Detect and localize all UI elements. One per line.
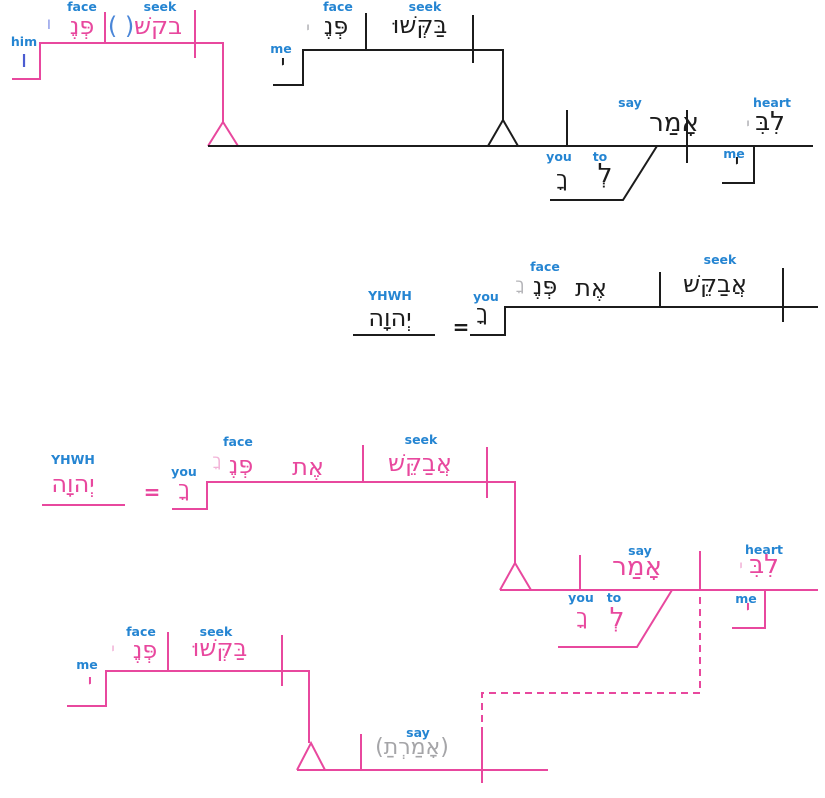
word-et-marker[interactable]: אֶת <box>575 274 607 302</box>
d3-preposition-slant <box>558 589 673 648</box>
gloss-seek: seek <box>143 0 177 14</box>
ghost-suffix-yod: י <box>306 19 310 39</box>
gloss-seek: seek <box>408 0 442 14</box>
ghost-suffix-vav: ו <box>46 14 52 34</box>
ghost-suffix-yod: י <box>111 640 115 660</box>
empty-parens[interactable]: ( ) <box>107 12 135 40</box>
gloss-you: you <box>546 149 572 164</box>
gloss-face: face <box>223 434 253 449</box>
word-you-pronoun[interactable]: ךָ <box>476 301 488 326</box>
gloss-face: face <box>323 0 353 14</box>
d1a-clause-triangle <box>207 120 239 147</box>
word-me-pronoun[interactable]: י <box>280 51 286 76</box>
gloss-heart: heart <box>753 95 791 110</box>
word-seek-root[interactable]: בקשׁ <box>134 12 182 40</box>
ghost-suffix-kaf: ךָ <box>515 275 525 295</box>
d1b-base-line <box>273 49 504 120</box>
word-you-pronoun[interactable]: ךָ <box>576 605 588 630</box>
word-seek[interactable]: בַּקְּשׁוּ <box>192 634 248 662</box>
word-you-pronoun[interactable]: ךָ <box>178 477 190 502</box>
d1-preposition-slant <box>550 145 658 201</box>
gloss-yhwh: YHWH <box>368 288 412 303</box>
ghost-suffix-yod: י <box>739 557 743 577</box>
word-to-preposition[interactable]: לְ <box>597 159 613 189</box>
gloss-seek: seek <box>703 252 737 267</box>
d3b-base-line <box>67 670 310 743</box>
equals-sign: = <box>452 315 470 339</box>
word-him-pronoun[interactable]: ו <box>20 45 28 73</box>
gloss-face: face <box>530 259 560 274</box>
word-yhwh[interactable]: יְהוָה <box>51 470 95 498</box>
gloss-face: face <box>67 0 97 14</box>
d1a-base-line <box>12 42 224 122</box>
word-face[interactable]: פְּנֶ <box>69 12 95 40</box>
gloss-to: to <box>606 590 622 605</box>
d1-heart-suffix-step <box>722 146 755 184</box>
gloss-face: face <box>126 624 156 639</box>
d3-heart-suffix-step <box>732 590 766 629</box>
word-say-elided[interactable]: (אָמַרְתַ) <box>375 735 449 760</box>
d1-pink-clause-lines <box>12 10 239 147</box>
word-seek[interactable]: בַּקְּשׁוּ <box>392 11 448 39</box>
d3-pred-lines <box>42 445 532 591</box>
word-face[interactable]: פְּנֶ <box>532 272 558 300</box>
word-to-preposition[interactable]: לְ <box>609 603 625 633</box>
d3-main-lines <box>481 551 818 783</box>
word-seek[interactable]: אֲבַקֵּשׁ <box>683 270 747 298</box>
gloss-say: say <box>628 543 652 558</box>
d2-lines <box>353 268 818 336</box>
gloss-you: you <box>473 289 499 304</box>
gloss-heart: heart <box>745 542 783 557</box>
word-face[interactable]: פְּנֶ <box>323 12 349 40</box>
d1b-clause-triangle <box>487 117 519 147</box>
gloss-say: say <box>406 725 430 740</box>
word-face[interactable]: פְּנֶ <box>132 636 158 664</box>
gloss-me: me <box>76 657 98 672</box>
d3-clause-b-lines <box>67 632 548 771</box>
word-heart[interactable]: לִבִּ <box>749 550 779 580</box>
d2-base-line <box>470 306 818 336</box>
gloss-yhwh: YHWH <box>51 452 95 467</box>
gloss-me: me <box>270 41 292 56</box>
gloss-me: me <box>735 591 757 606</box>
word-face[interactable]: פְּנֶ <box>228 451 254 479</box>
d3-pred-clause-triangle <box>499 560 532 591</box>
d3-elided-connector-dashed <box>481 597 701 732</box>
word-seek[interactable]: אֲבַקֵּשׁ <box>388 449 452 477</box>
ghost-suffix-yod: י <box>746 115 750 135</box>
word-say[interactable]: אָמַר <box>649 108 699 138</box>
gloss-to: to <box>592 149 608 164</box>
word-yhwh[interactable]: יְהוָה <box>368 304 412 332</box>
word-me-pronoun[interactable]: י <box>87 670 93 695</box>
gloss-seek: seek <box>199 624 233 639</box>
ghost-suffix-kaf: ךָ <box>212 451 222 471</box>
gloss-you: you <box>171 464 197 479</box>
d3b-clause-triangle <box>296 740 326 771</box>
word-me-pronoun[interactable]: י <box>745 596 751 621</box>
d1-black-clause-lines <box>273 13 519 147</box>
gloss-him: him <box>10 34 38 49</box>
gloss-seek: seek <box>404 432 438 447</box>
gloss-you: you <box>568 590 594 605</box>
equals-sign: = <box>143 480 161 504</box>
word-me-pronoun[interactable]: י <box>734 150 740 175</box>
gloss-me: me <box>723 146 745 161</box>
d1-main-lines <box>208 110 813 201</box>
word-you-pronoun[interactable]: ךָ <box>556 167 568 192</box>
d3-pred-base-line <box>172 481 516 563</box>
gloss-say: say <box>618 95 642 110</box>
word-et-marker[interactable]: אֶת <box>292 453 324 481</box>
word-heart[interactable]: לִבִּ <box>755 107 785 137</box>
word-say[interactable]: אָמַר <box>612 552 662 582</box>
